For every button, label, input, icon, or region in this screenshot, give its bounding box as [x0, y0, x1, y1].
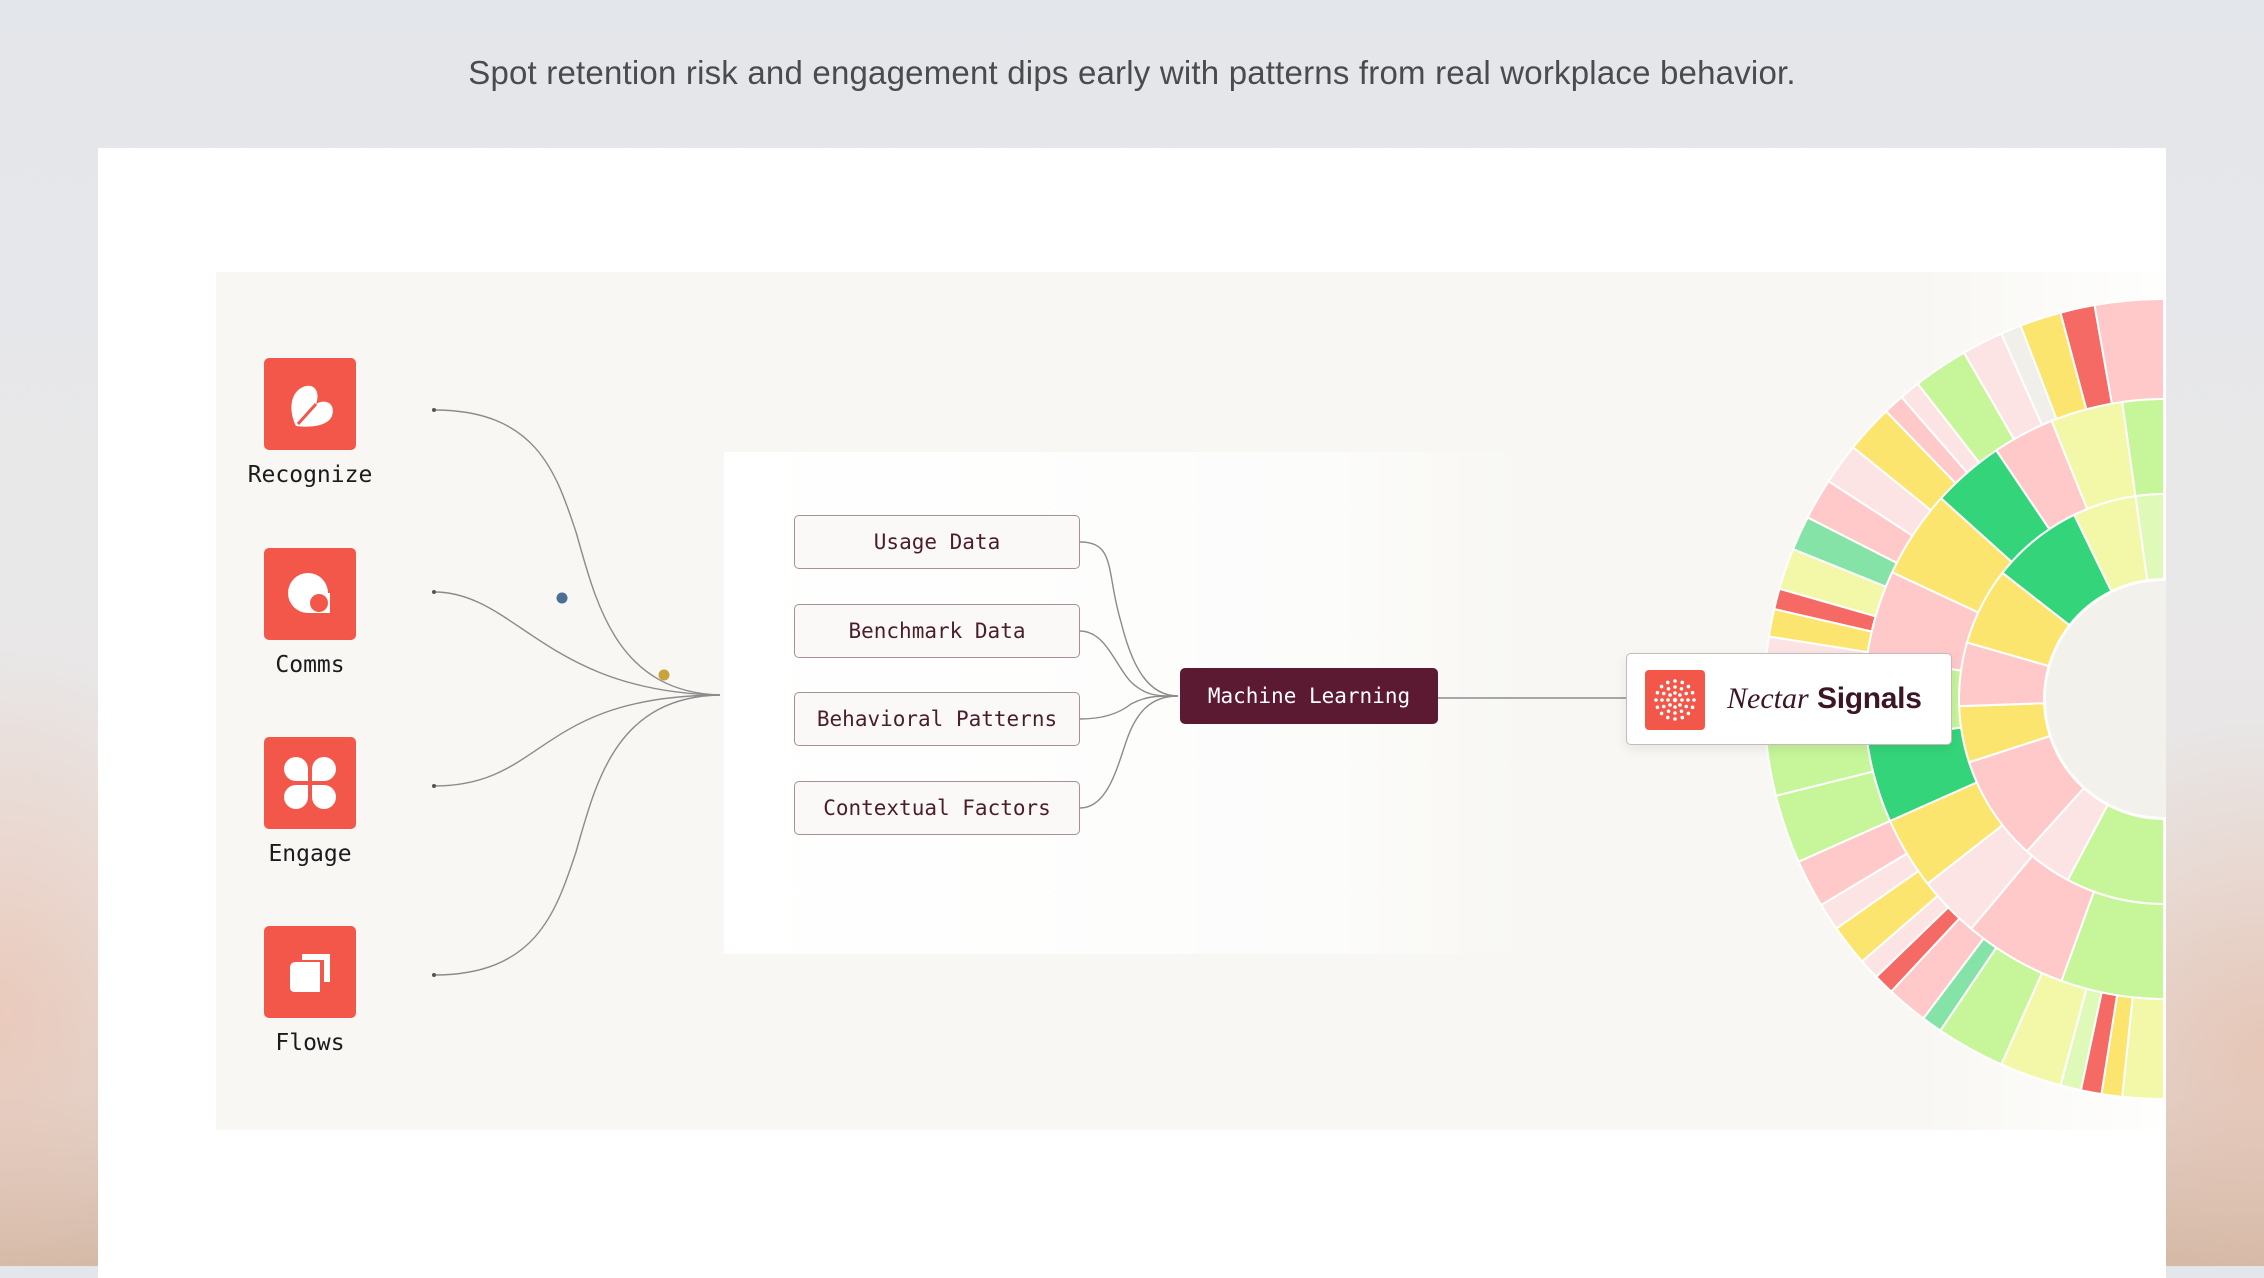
brand-bold: Signals	[1817, 682, 1922, 715]
logo-dot	[1686, 698, 1690, 702]
logo-dot	[1665, 680, 1670, 685]
port-comms	[432, 590, 436, 594]
logo-dot	[1673, 717, 1677, 721]
logo-dot	[1665, 715, 1670, 720]
logo-dot	[1679, 709, 1684, 714]
logo-dot	[1654, 698, 1658, 702]
logo-dot	[1668, 703, 1672, 707]
node-benchmark-data: Benchmark Data	[794, 604, 1080, 658]
logo-dot	[1678, 703, 1682, 707]
connector-contextual	[1079, 695, 1179, 809]
logo-dot	[1659, 684, 1664, 689]
logo-dot	[1672, 697, 1678, 703]
connector-benchmark	[1079, 630, 1179, 697]
source-engage: Engage	[230, 737, 390, 867]
logo-dot	[1666, 686, 1671, 691]
logo-dot	[1692, 698, 1696, 702]
stacked-squares-icon	[264, 926, 356, 1018]
logo-dot	[1690, 690, 1695, 695]
connector-engage	[433, 694, 721, 787]
connector-usage	[1079, 541, 1179, 697]
dotted-sunburst-icon	[1645, 670, 1705, 730]
nectar-signals-wordmark: Nectar Signals	[1727, 682, 1922, 716]
sunburst-center	[2046, 581, 2166, 817]
source-label: Engage	[268, 841, 352, 867]
logo-dot	[1673, 679, 1677, 683]
node-behavioral-patterns: Behavioral Patterns	[794, 692, 1080, 746]
logo-dot	[1680, 698, 1684, 702]
source-flows: Flows	[230, 926, 390, 1056]
source-comms: Comms	[230, 548, 390, 678]
logo-dot	[1659, 711, 1664, 716]
source-label: Comms	[275, 652, 345, 678]
page-tagline: Spot retention risk and engagement dips …	[468, 54, 1796, 91]
nectar-signals-card: Nectar Signals	[1626, 653, 1952, 745]
logo-dot	[1690, 705, 1695, 710]
logo-dot	[1661, 704, 1666, 709]
source-label: Recognize	[247, 462, 373, 488]
logo-dot	[1666, 698, 1670, 702]
logo-dot	[1684, 704, 1689, 709]
source-label: Flows	[275, 1030, 345, 1056]
risk-sunburst	[1763, 297, 2166, 1101]
connector-flows	[433, 694, 721, 976]
port-recognize	[432, 408, 436, 412]
node-machine-learning: Machine Learning	[1180, 668, 1438, 724]
logo-dot	[1661, 691, 1666, 696]
flow-dot-gold	[658, 669, 670, 681]
logo-dot	[1660, 698, 1664, 702]
logo-dot	[1673, 685, 1677, 689]
port-engage	[432, 784, 436, 788]
logo-dot	[1680, 680, 1685, 685]
logo-dot	[1655, 705, 1660, 710]
four-petal-icon	[264, 737, 356, 829]
node-contextual-factors: Contextual Factors	[794, 781, 1080, 835]
logo-dot	[1684, 691, 1689, 696]
diagram-card: Recognize Comms	[98, 148, 2166, 1278]
logo-dot	[1679, 686, 1684, 691]
logo-dot	[1655, 690, 1660, 695]
logo-dot	[1678, 693, 1682, 697]
sunburst-segment	[2093, 297, 2165, 405]
connector-behavioral	[1079, 695, 1179, 720]
chat-bubble-icon	[264, 548, 356, 640]
logo-dot	[1673, 711, 1677, 715]
logo-dot	[1680, 715, 1685, 720]
logo-dot	[1668, 693, 1672, 697]
brand-italic: Nectar	[1727, 682, 1809, 715]
port-flows	[432, 973, 436, 977]
connector-comms	[433, 591, 721, 696]
logo-dot	[1686, 684, 1691, 689]
connector-recognize	[433, 409, 721, 696]
logo-dot	[1666, 709, 1671, 714]
heart-leaf-icon	[264, 358, 356, 450]
source-recognize: Recognize	[230, 358, 390, 488]
node-usage-data: Usage Data	[794, 515, 1080, 569]
logo-dot	[1673, 705, 1677, 709]
flow-dot-blue	[556, 592, 568, 604]
logo-dot	[1686, 711, 1691, 716]
logo-dot	[1673, 691, 1677, 695]
